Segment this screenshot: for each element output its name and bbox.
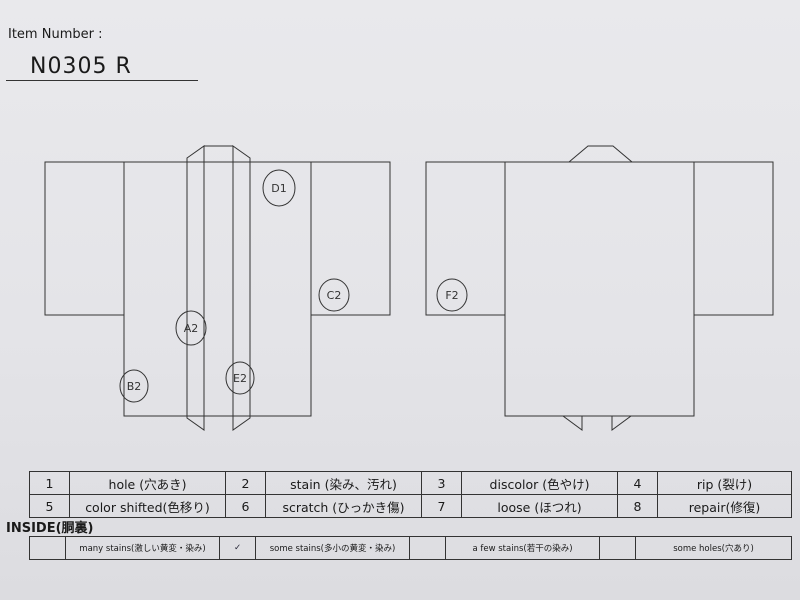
table-row: 1 hole (穴あき) 2 stain (染み、汚れ) 3 discolor … <box>29 471 792 495</box>
inside-checkbox[interactable]: ✓ <box>219 536 256 560</box>
front-left-sleeve <box>44 161 125 316</box>
inside-condition-table: many stains(激しい黄変・染み) ✓ some stains(多小の黄… <box>29 536 792 560</box>
inside-option-label: some stains(多小の黄変・染み) <box>255 536 410 560</box>
back-body <box>504 161 695 417</box>
garment-diagram: A2 B2 C2 D1 E2 F2 <box>44 145 774 431</box>
inside-checkbox[interactable] <box>409 536 446 560</box>
mark-b2: B2 <box>119 369 149 403</box>
mark-c2-label: C2 <box>327 289 342 302</box>
defect-num: 5 <box>29 494 70 518</box>
front-right-sleeve <box>310 161 391 316</box>
defect-label: stain (染み、汚れ) <box>265 471 422 495</box>
mark-c2: C2 <box>318 278 350 312</box>
inside-option-label: some holes(穴あり) <box>635 536 792 560</box>
mark-f2: F2 <box>436 278 468 312</box>
defect-label: hole (穴あき) <box>69 471 226 495</box>
back-left-tab <box>561 415 583 431</box>
mark-a2: A2 <box>175 310 207 346</box>
front-right-collar <box>232 145 251 431</box>
inside-section-title: INSIDE(胴裏) <box>6 521 94 536</box>
defect-label: discolor (色やけ) <box>461 471 618 495</box>
defect-num: 3 <box>421 471 462 495</box>
table-row: 5 color shifted(色移り) 6 scratch (ひっかき傷) 7… <box>29 494 792 518</box>
inside-checkbox[interactable] <box>599 536 636 560</box>
inside-checkbox[interactable] <box>29 536 66 560</box>
mark-f2-label: F2 <box>445 289 458 302</box>
back-collar <box>567 145 634 163</box>
back-right-sleeve <box>693 161 774 316</box>
inside-option-label: many stains(激しい黄変・染み) <box>65 536 220 560</box>
item-number-underline <box>6 80 198 81</box>
defect-num: 6 <box>225 494 266 518</box>
defect-label: scratch (ひっかき傷) <box>265 494 422 518</box>
defect-num: 7 <box>421 494 462 518</box>
mark-d1: D1 <box>262 169 296 207</box>
defect-label: rip (裂け) <box>657 471 792 495</box>
mark-a2-label: A2 <box>184 322 199 335</box>
front-body <box>123 161 312 417</box>
back-view <box>425 145 774 431</box>
defect-num: 2 <box>225 471 266 495</box>
mark-e2-label: E2 <box>233 372 247 385</box>
item-number-value: N0305 R <box>30 54 132 79</box>
back-right-tab <box>611 415 633 431</box>
mark-d1-label: D1 <box>271 182 286 195</box>
back-left-sleeve <box>425 161 506 316</box>
defect-marks: A2 B2 C2 D1 E2 F2 <box>119 169 468 403</box>
defect-legend-table: 1 hole (穴あき) 2 stain (染み、汚れ) 3 discolor … <box>29 471 792 518</box>
defect-label: repair(修復) <box>657 494 792 518</box>
front-left-collar <box>186 145 205 431</box>
front-view <box>44 145 391 431</box>
defect-label: color shifted(色移り) <box>69 494 226 518</box>
inside-option-label: a few stains(若干の染み) <box>445 536 600 560</box>
mark-e2: E2 <box>225 361 255 395</box>
mark-b2-label: B2 <box>127 380 142 393</box>
defect-label: loose (ほつれ) <box>461 494 618 518</box>
defect-num: 1 <box>29 471 70 495</box>
defect-num: 4 <box>617 471 658 495</box>
item-number-label: Item Number : <box>8 27 103 42</box>
table-row: many stains(激しい黄変・染み) ✓ some stains(多小の黄… <box>29 536 792 560</box>
defect-num: 8 <box>617 494 658 518</box>
